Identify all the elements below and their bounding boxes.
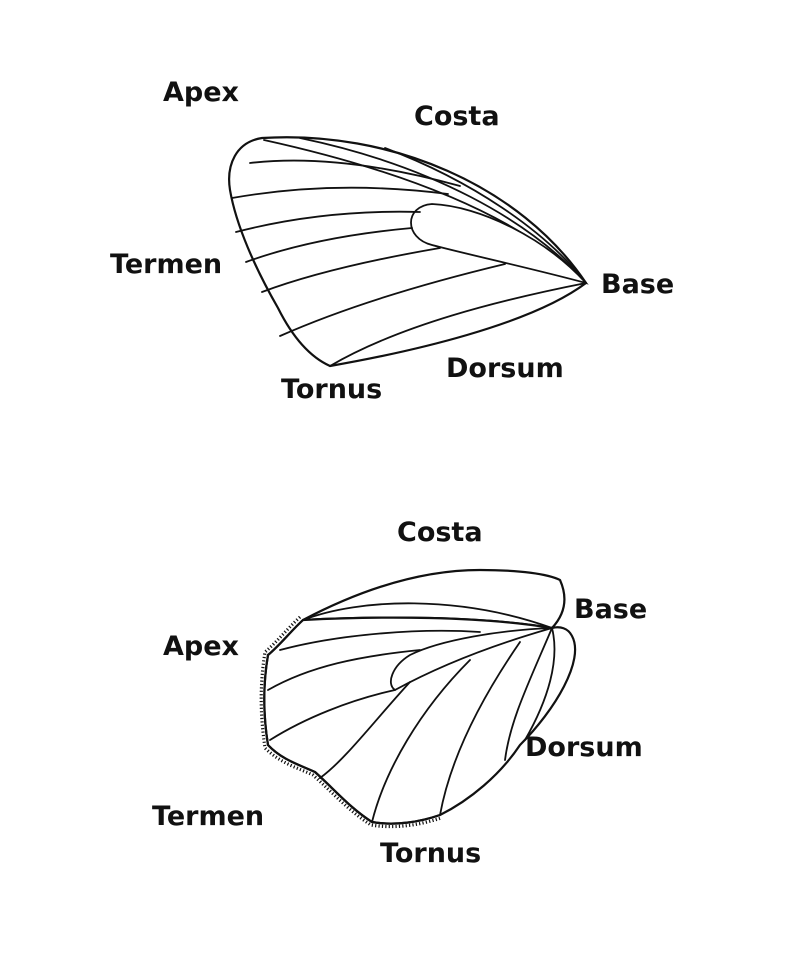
hindwing-vein-m1 xyxy=(267,649,421,691)
hindwing-labels: Costa Base Apex Dorsum Termen Tornus xyxy=(152,517,647,869)
hindwing-label-base: Base xyxy=(574,594,647,625)
forewing-vein-r2 xyxy=(231,186,449,199)
hindwing-vein-m3 xyxy=(319,681,411,779)
forewing-vein-cu2 xyxy=(329,282,587,367)
forewing-vein-m2 xyxy=(261,247,441,293)
forewing-outline xyxy=(228,136,588,368)
hindwing-vein-cu2 xyxy=(439,641,521,816)
forewing-costal-vein-3 xyxy=(384,147,587,284)
hindwing-vein-a2 xyxy=(524,627,556,741)
forewing-vein-cu1 xyxy=(279,263,506,337)
forewing-label-base: Base xyxy=(601,269,674,300)
forewing-vein-r3 xyxy=(235,210,421,233)
hindwing-fringe xyxy=(259,615,442,829)
hindwing-vein-m2 xyxy=(269,689,396,741)
hindwing-label-apex: Apex xyxy=(163,631,239,662)
forewing-discal-cell xyxy=(410,203,589,285)
forewing-vein-m1 xyxy=(245,227,413,263)
hindwing-discal-cell xyxy=(390,627,553,692)
hindwing-label-tornus: Tornus xyxy=(380,838,481,869)
hindwing-vein-a1 xyxy=(504,627,553,761)
hindwing-vein-sc xyxy=(302,602,553,629)
forewing-label-dorsum: Dorsum xyxy=(446,353,564,384)
forewing-label-termen: Termen xyxy=(110,249,222,280)
forewing-label-costa: Costa xyxy=(414,101,500,132)
forewing-label-tornus: Tornus xyxy=(281,374,382,405)
hindwing-fringe-base xyxy=(263,619,441,825)
hindwing-label-costa: Costa xyxy=(397,517,483,548)
hindwing-label-dorsum: Dorsum xyxy=(525,732,643,763)
forewing-labels: Apex Costa Termen Base Dorsum Tornus xyxy=(110,77,674,405)
forewing-label-apex: Apex xyxy=(163,77,239,108)
forewing xyxy=(228,136,589,368)
hindwing-label-termen: Termen xyxy=(152,801,264,832)
hindwing xyxy=(259,568,577,829)
hindwing-vein-r xyxy=(279,629,481,651)
forewing-vein-r1 xyxy=(249,159,461,187)
hindwing-vein-cu1 xyxy=(371,659,471,823)
